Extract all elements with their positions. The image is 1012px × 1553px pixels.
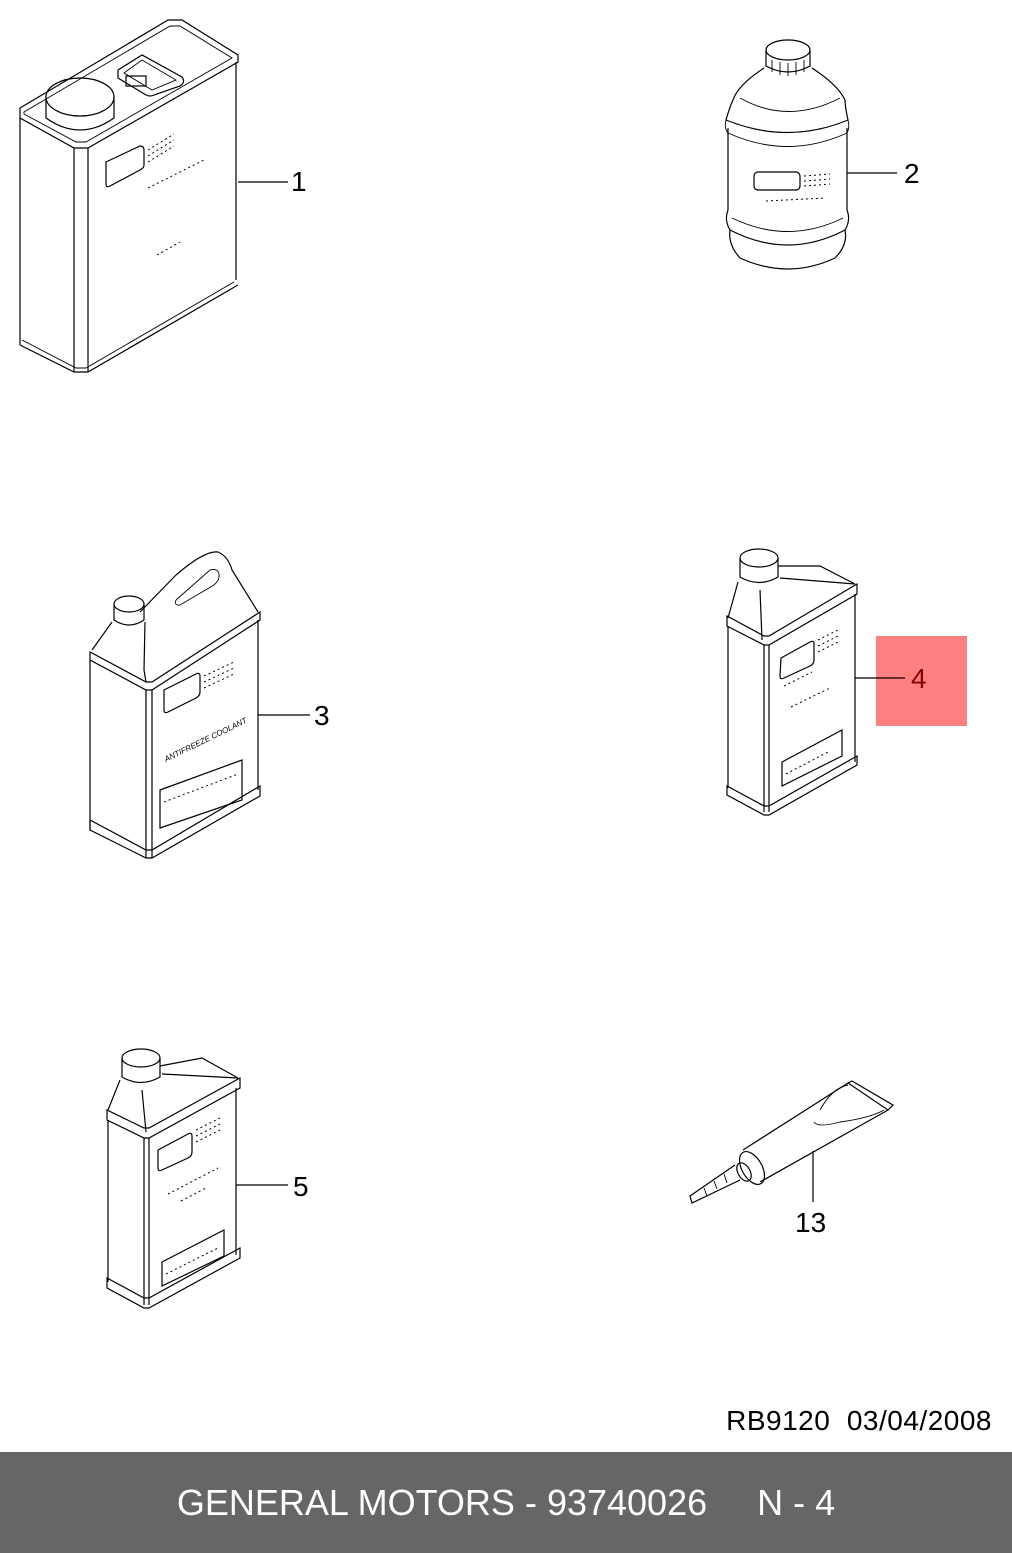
part-2-bottle-drawing — [724, 39, 897, 270]
part-5-bottle-drawing — [106, 1048, 288, 1309]
jug-label-text: ANTIFREEZE COOLANT — [162, 715, 249, 764]
callout-13[interactable]: 13 — [795, 1207, 827, 1238]
callout-3[interactable]: 3 — [314, 700, 330, 731]
footer-position: N - 4 — [757, 1481, 836, 1523]
footer-brand: GENERAL MOTORS — [176, 1481, 515, 1523]
footer-part-number: 93740026 — [546, 1481, 708, 1523]
callout-5[interactable]: 5 — [293, 1171, 309, 1202]
callout-1[interactable]: 1 — [291, 166, 307, 197]
callout-4[interactable]: 4 — [911, 663, 927, 694]
highlight-box — [876, 636, 967, 726]
footer-separator: - — [514, 1481, 547, 1523]
leader-line-4 — [855, 677, 905, 679]
part-4-bottle-drawing — [726, 548, 858, 816]
parts-diagram: ANTIFREEZE COOLANT — [19, 19, 897, 1309]
part-1-can-drawing — [19, 19, 288, 373]
callout-2[interactable]: 2 — [904, 158, 920, 189]
footer-bar: GENERAL MOTORS - 93740026 N - 4 — [0, 1452, 1012, 1553]
drawing-reference: RB9120 03/04/2008 — [726, 1405, 992, 1436]
part-13-tube-drawing — [689, 1080, 894, 1204]
part-3-jug-drawing: ANTIFREEZE COOLANT — [89, 551, 310, 859]
